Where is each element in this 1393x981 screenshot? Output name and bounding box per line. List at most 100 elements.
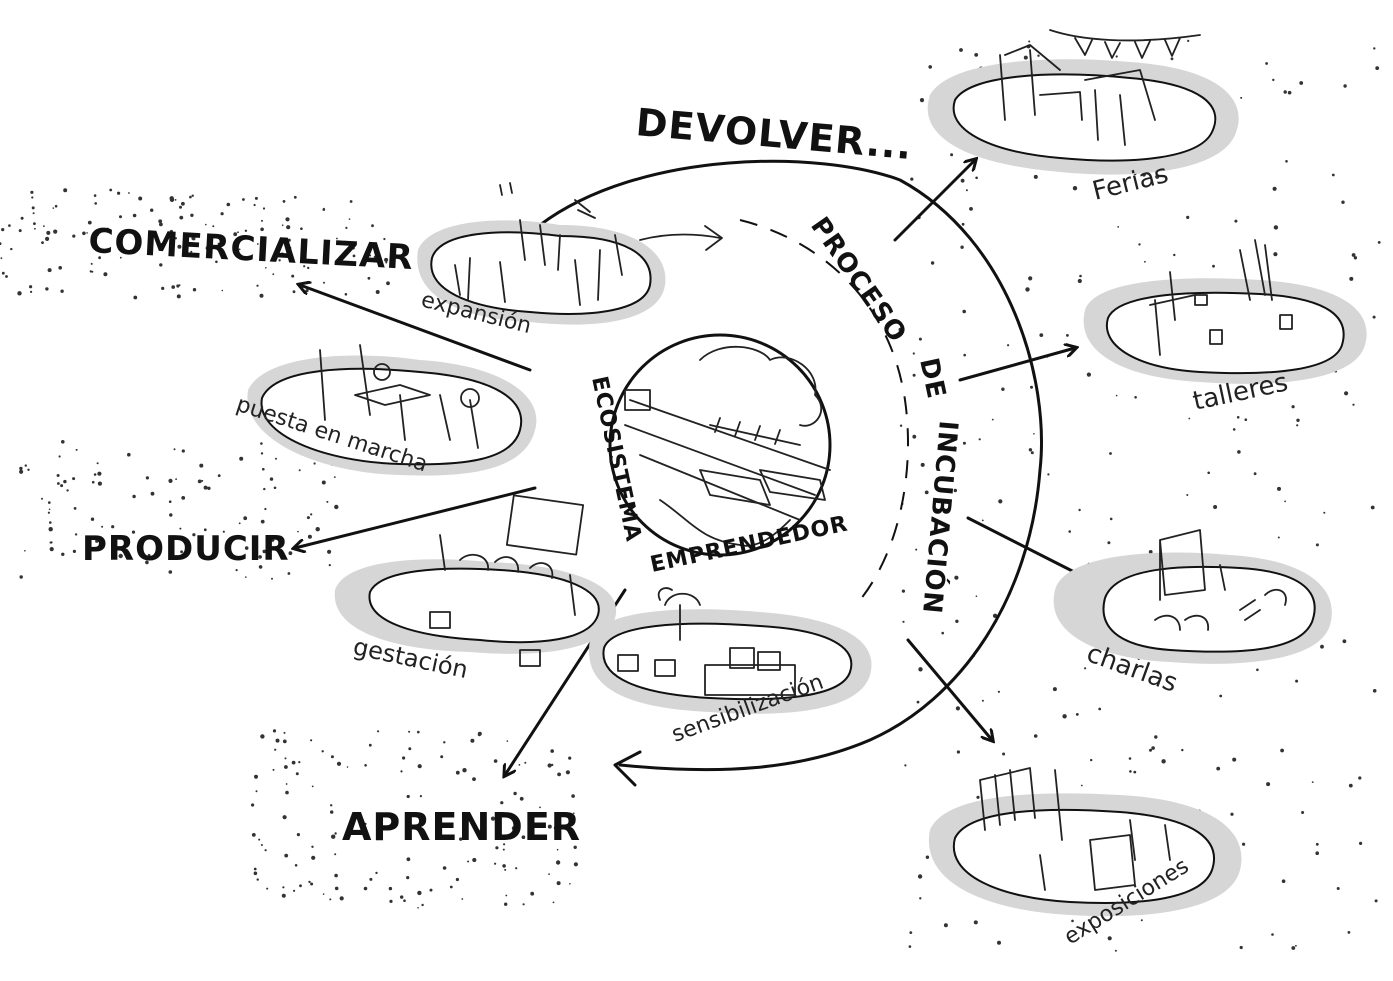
stipple-dot	[408, 747, 412, 751]
stipple-dot	[573, 812, 575, 814]
stipple-dot	[493, 759, 498, 763]
stipple-dot	[1155, 171, 1158, 174]
stipple-dot	[313, 462, 316, 465]
stipple-dot	[171, 285, 175, 289]
stipple-dot	[284, 757, 287, 760]
stipple-dot	[192, 288, 197, 292]
stipple-dot	[133, 295, 138, 300]
stipple-dot	[419, 795, 422, 798]
stipple-dot	[461, 898, 464, 900]
stipple-dot	[1359, 841, 1363, 846]
stipple-dot	[1331, 173, 1335, 177]
stipple-dot	[331, 834, 336, 839]
stipple-dot	[1277, 536, 1280, 539]
label-emprendedor: EMPRENDEDOR	[648, 511, 850, 577]
stipple-dot	[1374, 899, 1378, 903]
stipple-dot	[217, 242, 220, 245]
stipple-dot	[421, 903, 424, 907]
stipple-dot	[221, 289, 224, 292]
stipple-dot	[260, 519, 265, 524]
stipple-dot	[310, 739, 313, 742]
stipple-dot	[46, 230, 51, 235]
stipple-dot	[506, 740, 509, 742]
stipple-dot	[909, 931, 913, 934]
stipple-dot	[330, 810, 334, 814]
stipple-dot	[1078, 508, 1081, 512]
stipple-dot	[284, 853, 289, 858]
stipple-dot	[1077, 278, 1082, 284]
stipple-dot	[89, 270, 93, 273]
stipple-dot	[97, 471, 102, 476]
stipple-dot	[72, 549, 76, 554]
stipple-dot	[997, 940, 1001, 945]
stipple-dot	[61, 440, 65, 444]
stipple-dot	[1098, 707, 1102, 711]
stipple-dot	[1244, 418, 1248, 422]
stipple-dot	[119, 256, 122, 259]
stipple-dot	[192, 235, 195, 238]
stipple-dot	[242, 198, 245, 201]
stipple-dot	[287, 238, 291, 242]
stipple-dot	[260, 227, 264, 232]
stipple-dot	[981, 519, 984, 522]
stipple-dot	[239, 456, 244, 461]
stipple-dot	[161, 286, 165, 290]
stipple-dot	[96, 462, 99, 465]
stipple-dot	[1090, 758, 1093, 762]
stipple-dot	[197, 479, 202, 484]
stipple-dot	[1188, 417, 1191, 420]
stipple-dot	[1062, 714, 1067, 719]
stipple-dot	[961, 222, 965, 226]
stipple-dot	[1079, 274, 1082, 278]
stipple-dot	[442, 866, 447, 870]
stipple-dot	[565, 770, 571, 775]
stipple-dot	[19, 575, 23, 579]
stipple-dot	[352, 246, 355, 250]
stipple-dot	[260, 844, 263, 846]
stipple-dot	[177, 244, 182, 249]
stipple-dot	[207, 486, 211, 490]
stipple-dot	[272, 729, 277, 733]
stipple-dot	[53, 229, 58, 234]
stipple-dot	[17, 291, 22, 296]
stipple-dot	[0, 242, 2, 245]
arrow-to-producir	[295, 486, 537, 548]
stipple-dot	[472, 857, 477, 863]
stipple-dot	[400, 770, 403, 773]
stipple-dot	[63, 188, 68, 193]
stipple-dot	[90, 517, 95, 521]
stipple-dot	[271, 577, 273, 580]
stipple-dot	[348, 218, 351, 220]
stipple-dot	[175, 478, 178, 480]
stipple-dot	[955, 706, 961, 711]
stipple-dot	[1375, 66, 1380, 70]
stipple-dot	[1265, 62, 1268, 65]
stipple-dot	[1155, 174, 1160, 179]
stipple-dot	[43, 225, 45, 228]
stipple-dot	[287, 572, 291, 575]
stipple-dot	[1230, 812, 1234, 816]
stipple-dot	[1291, 405, 1295, 409]
stipple-dot	[1277, 486, 1281, 491]
stipple-dot	[1037, 54, 1040, 57]
stipple-dot	[179, 215, 184, 220]
stipple-dot	[1212, 264, 1215, 268]
stipple-dot	[1207, 471, 1210, 475]
stipple-dot	[258, 565, 263, 569]
stipple-dot	[82, 231, 86, 236]
stipple-dot	[406, 857, 411, 862]
stipple-dot	[127, 192, 130, 194]
stipple-dot	[283, 731, 286, 734]
label-devolver: DEVOLVER...	[634, 100, 914, 168]
stipple-dot	[66, 489, 69, 492]
stipple-dot	[179, 205, 182, 209]
stipple-dot	[375, 290, 380, 294]
arrow-to-comercializar	[300, 285, 532, 372]
stipple-dot	[56, 474, 60, 477]
stipple-dot	[244, 229, 248, 232]
stipple-dot	[1353, 256, 1358, 260]
stipple-dot	[215, 260, 218, 264]
stipple-dot	[286, 225, 291, 230]
stipple-dot	[41, 497, 43, 500]
stipple-dot	[406, 876, 410, 880]
